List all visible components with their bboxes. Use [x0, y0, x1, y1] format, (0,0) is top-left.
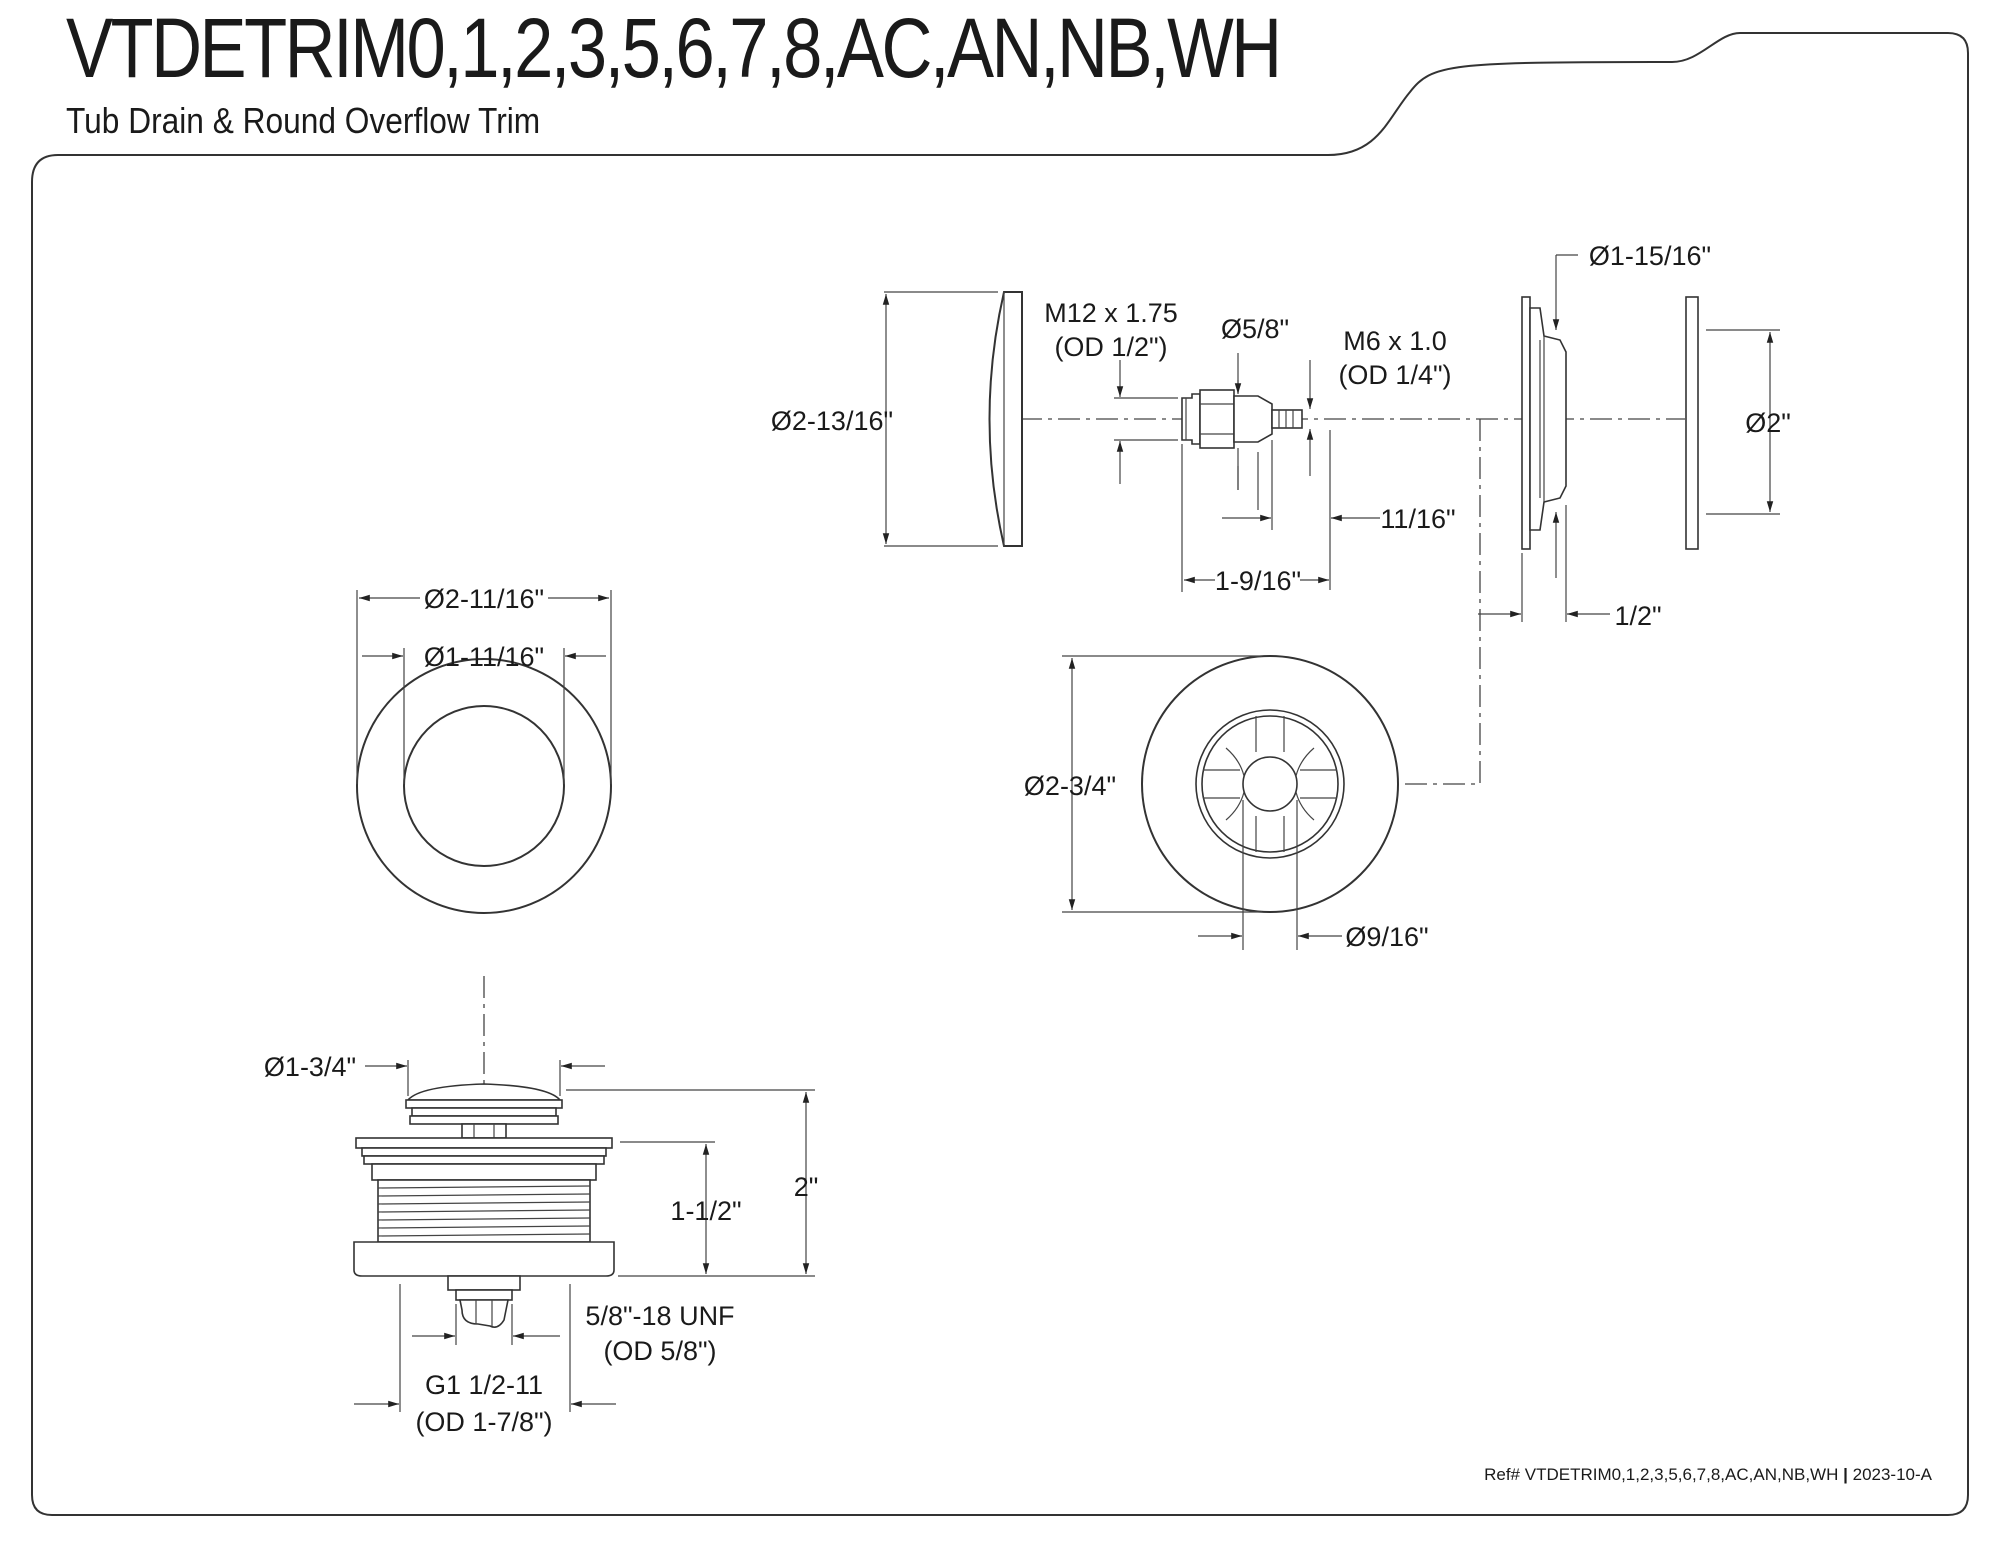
stem-thread-od-label: (OD 5/8") [603, 1336, 716, 1366]
reference-number: Ref# VTDETRIM0,1,2,3,5,6,7,8,AC,AN,NB,WH [1484, 1465, 1839, 1484]
revision-code: 2023-10-A [1852, 1465, 1932, 1484]
cap-dia-label: Ø1-3/4" [264, 1052, 356, 1082]
reference-separator: | [1843, 1465, 1848, 1484]
flange-inner-dia-label: Ø1-15/16" [1589, 241, 1711, 271]
drawing-frame [31, 32, 1969, 1516]
stopper-top-view [356, 658, 612, 914]
reference-footer: Ref# VTDETRIM0,1,2,3,5,6,7,8,AC,AN,NB,WH… [1484, 1465, 1932, 1485]
stopper-inner-dia-label: Ø1-11/16" [424, 642, 544, 672]
bolt-thread-od-label: (OD 1/2") [1054, 332, 1167, 362]
drain-assembly: Ø2-11/16" Ø1-11/16" [264, 584, 818, 1437]
cover-dia-label: Ø2-13/16" [771, 406, 893, 436]
body-height-label: 1-1/2" [670, 1196, 741, 1226]
overflow-bolt [1181, 389, 1303, 449]
bolt-thread-label: M12 x 1.75 [1044, 298, 1178, 328]
screw-length-label: 11/16" [1380, 504, 1455, 534]
body-thread-od-label: (OD 1-7/8") [415, 1407, 552, 1437]
flange-dia-label: Ø2-3/4" [1024, 771, 1116, 801]
page-subtitle: Tub Drain & Round Overflow Trim [66, 100, 541, 141]
stopper-outer-dia-label: Ø2-11/16" [424, 584, 544, 614]
overflow-gasket [1685, 296, 1699, 550]
bolt-length-label: 1-9/16" [1215, 566, 1301, 596]
stopper-side-view [353, 1083, 615, 1328]
overflow-assembly: Ø2-13/16" M12 x 1.75 (OD 1/2") [771, 241, 1791, 952]
gasket-dia-label: Ø2" [1745, 408, 1791, 438]
screw-thread-od-label: (OD 1/4") [1338, 360, 1451, 390]
screw-thread-label: M6 x 1.0 [1343, 326, 1447, 356]
total-height-label: 2" [794, 1172, 819, 1202]
overflow-cover [988, 291, 1023, 547]
overflow-flange-side [1521, 296, 1567, 550]
overflow-flange-front [1141, 655, 1399, 913]
stem-thread-label: 5/8"-18 UNF [585, 1301, 734, 1331]
flange-depth-label: 1/2" [1614, 601, 1661, 631]
nut-dia-label: Ø5/8" [1221, 314, 1289, 344]
flange-hole-dia-label: Ø9/16" [1345, 922, 1428, 952]
page-title: VTDETRIM0,1,2,3,5,6,7,8,AC,AN,NB,WH [66, 1, 1282, 95]
body-thread-label: G1 1/2-11 [425, 1370, 543, 1400]
